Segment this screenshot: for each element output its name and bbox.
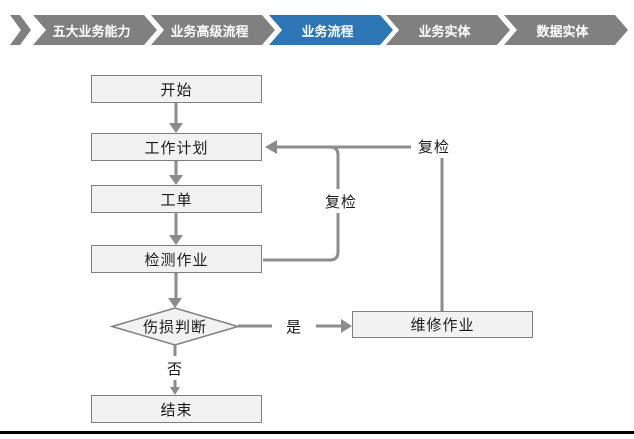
- nav-step-label: 业务实体: [418, 24, 471, 40]
- node-inspection-job: 检测作业: [91, 245, 262, 273]
- node-work-plan: 工作计划: [91, 133, 262, 161]
- nav-step-data-entity[interactable]: 数据实体: [504, 15, 628, 45]
- edge-label-yes: 是: [272, 314, 316, 338]
- nav-step-business-process[interactable]: 业务流程: [269, 15, 393, 45]
- process-step-nav: 五大业务能力 业务高级流程 业务流程 业务实体 数据实体: [0, 15, 634, 45]
- arrowhead-down: [169, 235, 183, 245]
- edge-label-recheck-outer: 复检: [411, 134, 457, 158]
- node-end: 结束: [91, 395, 262, 423]
- nav-step-label: 数据实体: [536, 24, 589, 40]
- edge-label-recheck-inner: 复检: [321, 189, 361, 213]
- nav-step-label: 业务流程: [301, 24, 354, 40]
- node-work-order: 工单: [91, 185, 262, 213]
- nav-step-business-capabilities[interactable]: 五大业务能力: [33, 15, 157, 45]
- arrowhead-left: [265, 140, 277, 154]
- arrowhead-down: [169, 175, 183, 185]
- nav-step-high-level-process[interactable]: 业务高级流程: [151, 15, 275, 45]
- edge-recheck-outer-loop: [277, 145, 444, 311]
- nav-step-label: 五大业务能力: [52, 24, 131, 40]
- arrowhead-down: [169, 123, 183, 133]
- arrowhead-right: [341, 319, 352, 333]
- nav-step-business-entity[interactable]: 业务实体: [386, 15, 510, 45]
- arrowhead-down-small: [170, 387, 180, 395]
- slide-bottom-border: [0, 431, 634, 434]
- node-damage-judgment-label: 伤损判断: [142, 317, 207, 336]
- chevron-lead-icon: [10, 15, 31, 45]
- arrowhead-down: [168, 298, 182, 308]
- node-start: 开始: [91, 75, 262, 103]
- edge-label-no: 否: [155, 356, 195, 380]
- node-repair-job: 维修作业: [352, 311, 533, 338]
- nav-step-label: 业务高级流程: [170, 24, 249, 40]
